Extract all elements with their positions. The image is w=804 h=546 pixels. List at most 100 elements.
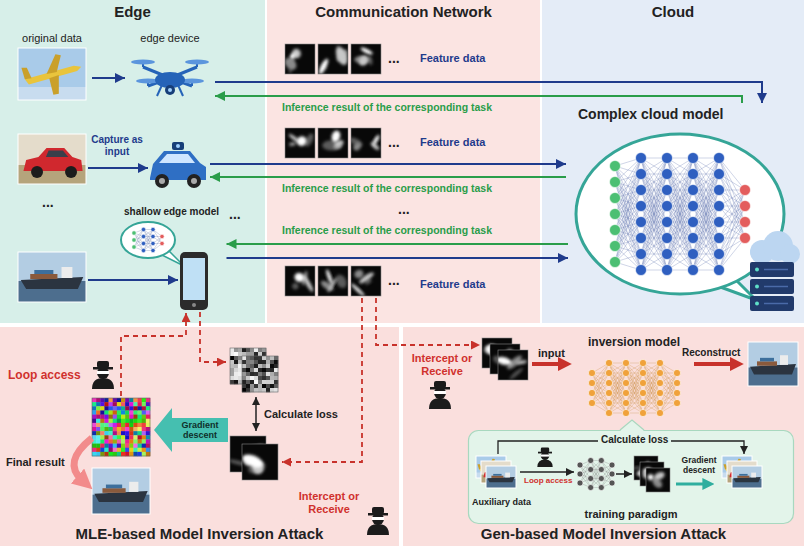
noise-image [133, 406, 137, 410]
drone-icon [131, 60, 155, 65]
noise-image [129, 402, 133, 406]
noise-image [133, 423, 137, 427]
feature-map [285, 44, 315, 74]
training-paradigm [588, 485, 594, 491]
phone-icon [180, 252, 208, 310]
feature-map [270, 384, 274, 388]
feature-map [262, 380, 266, 384]
edge-label-box: Inference result of the corresponding ta… [282, 101, 492, 114]
speech-bubble [141, 234, 145, 238]
inversion-net [656, 389, 663, 396]
feature-map [234, 356, 238, 360]
feature-map [285, 128, 315, 158]
inversion-net [673, 399, 680, 406]
noise-image [109, 419, 113, 423]
feature-map [274, 364, 278, 368]
noise-image [92, 398, 96, 402]
training-paradigm [609, 462, 615, 468]
noise-image [96, 415, 100, 419]
noise-image [146, 427, 150, 431]
feature-map [318, 266, 348, 296]
photo [757, 361, 777, 365]
noise-image [100, 452, 104, 456]
feature-map [262, 356, 266, 360]
noise-image [117, 444, 121, 448]
red-arrow [532, 364, 734, 365]
noise-image [113, 410, 117, 414]
noise-image [92, 415, 96, 419]
attacker-icon [372, 507, 384, 514]
inversion-net [673, 379, 680, 386]
speech-bubble [121, 222, 175, 258]
feature-map [242, 380, 246, 384]
feature-map [318, 266, 349, 296]
feature-map [238, 372, 242, 376]
noise-image [96, 410, 100, 414]
gradient-arrow [154, 408, 228, 452]
label-box: ... [388, 134, 400, 151]
noise-image [96, 406, 100, 410]
step-label: Reconstruct [682, 347, 740, 359]
training-paradigm [588, 458, 594, 464]
attacker-icon [97, 361, 109, 368]
cloud-model-bubble [714, 169, 725, 180]
noise-image [129, 423, 133, 427]
feature-map [254, 388, 258, 392]
ellipsis: ... [388, 272, 400, 289]
feature-map [254, 380, 258, 384]
noise-image [117, 419, 121, 423]
attacker-icon [97, 371, 109, 374]
cloud-model-bubble [688, 249, 699, 260]
noise-image [121, 444, 125, 448]
feature-map [266, 364, 270, 368]
feature-map [234, 372, 238, 376]
noise-image [96, 448, 100, 452]
noise-image [109, 435, 113, 439]
noise-image [117, 439, 121, 443]
cloud-model-bubble [636, 217, 647, 228]
connector [215, 82, 762, 103]
noise-image [113, 398, 117, 402]
training-paradigm [646, 468, 670, 492]
inversion-net [622, 389, 629, 396]
feature-map [258, 380, 262, 384]
attacker-icon [537, 448, 552, 468]
noise-image [92, 444, 96, 448]
feature-map [270, 356, 274, 360]
feature-map [258, 376, 262, 380]
training-paradigm [647, 473, 655, 481]
feature-map [270, 376, 274, 380]
noise-image [125, 439, 129, 443]
attacker-icon [434, 391, 446, 394]
noise-image [146, 435, 150, 439]
noise-image [100, 448, 104, 452]
flow-arrow [88, 164, 566, 280]
attack-label: Loop access [8, 368, 81, 382]
attacker-icon [429, 381, 451, 409]
training-paradigm [646, 468, 670, 492]
feature-map [242, 356, 278, 392]
noise-image [104, 415, 108, 419]
feature-map [270, 388, 274, 392]
drone-icon [178, 85, 183, 96]
attacker-icon [541, 455, 549, 457]
noise-image [117, 448, 121, 452]
feature-map [242, 360, 246, 364]
training-paradigm [591, 461, 602, 488]
cloud-model-bubble [688, 201, 699, 212]
speech-bubble [151, 227, 155, 231]
ellipsis: ... [42, 194, 54, 211]
training-paradigm [493, 474, 501, 476]
feature-map [262, 352, 266, 356]
inversion-net [626, 383, 643, 413]
inversion-net [605, 379, 612, 386]
noise-image [125, 423, 129, 427]
feature-map [246, 376, 250, 380]
feature-map [254, 356, 258, 360]
photo [760, 358, 774, 362]
training-paradigm [598, 458, 604, 464]
noise-image [125, 427, 129, 431]
feature-map [246, 352, 250, 356]
noise-image [146, 448, 150, 452]
feature-map [254, 364, 258, 368]
